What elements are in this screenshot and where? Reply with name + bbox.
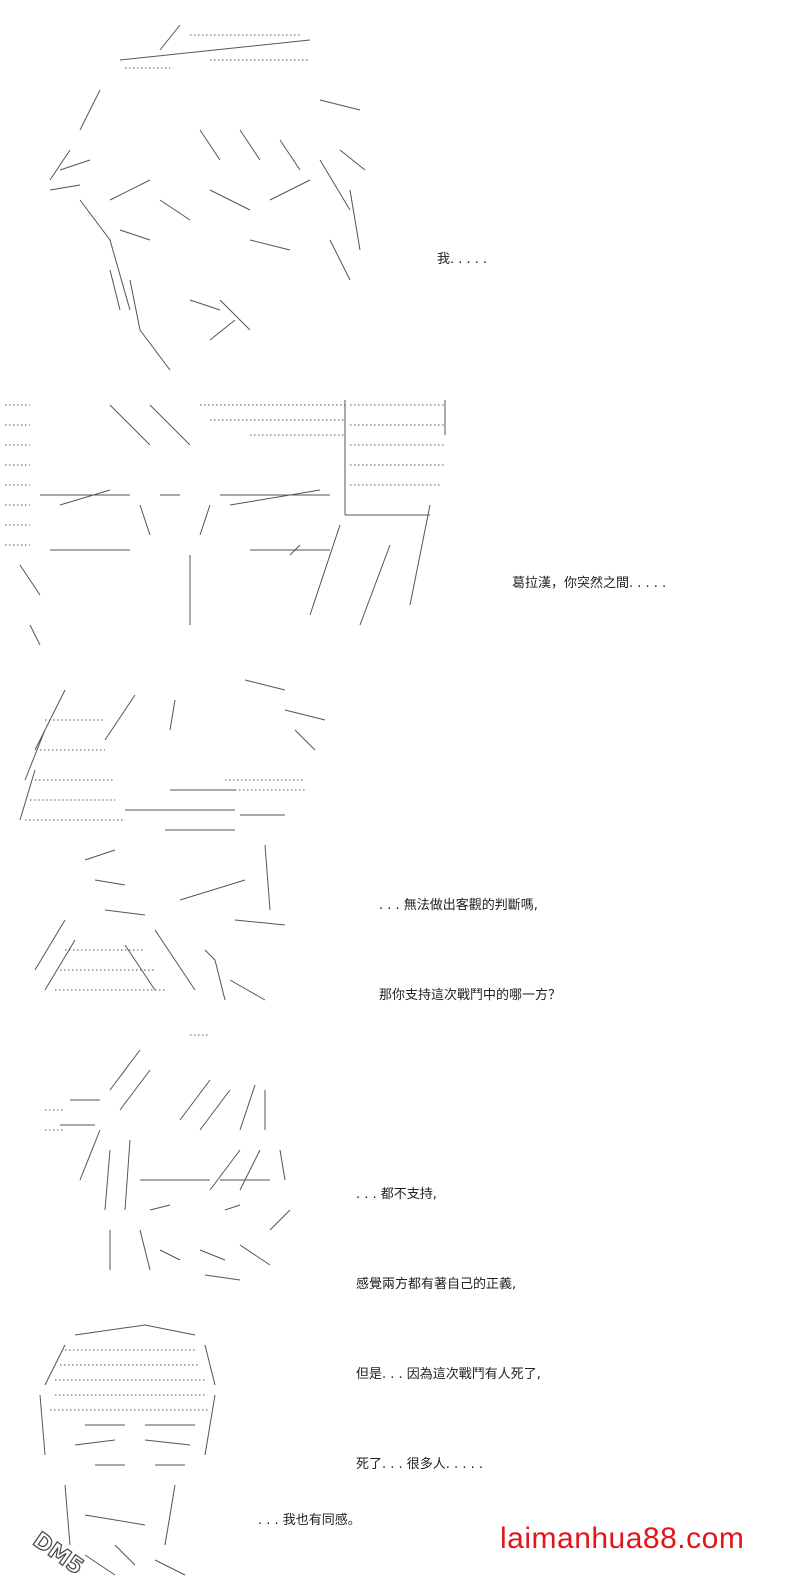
speech-text: 我. . . . . (437, 185, 487, 335)
dm5-logo-icon: DM5 (22, 1527, 92, 1580)
ascii-art-character-1 (20, 10, 380, 370)
speech-line: 葛拉漢，你突然之間. . . . . (512, 576, 667, 591)
speech-text: . . . 無法做出客觀的判斷嗎, 那你支持這次戰鬥中的哪一方？ (379, 831, 561, 1071)
speech-line: 但是. . . 因為這次戰鬥有人死了, (356, 1367, 541, 1382)
panel-2: 葛拉漢，你突然之間. . . . . (0, 385, 800, 645)
panel-1: 我. . . . . (0, 0, 800, 370)
ascii-art-character-5 (25, 1315, 225, 1580)
speech-line: . . . 無法做出客觀的判斷嗎, (379, 898, 538, 913)
ascii-art-character-3 (5, 670, 345, 1005)
speech-line: 感覺兩方都有著自己的正義, (356, 1277, 517, 1292)
svg-text:DM5: DM5 (28, 1530, 88, 1578)
ascii-art-character-4 (40, 1030, 330, 1300)
panel-4: . . . 都不支持, 感覺兩方都有著自己的正義, 但是. . . 因為這次戰鬥… (0, 1020, 800, 1472)
speech-text: . . . 我也有同感。 (258, 1446, 361, 1596)
speech-line: . . . 我也有同感。 (258, 1513, 361, 1528)
speech-text: 葛拉漢，你突然之間. . . . . (512, 509, 666, 659)
panel-3: . . . 無法做出客觀的判斷嗎, 那你支持這次戰鬥中的哪一方？ (0, 665, 800, 1010)
ascii-art-character-2 (0, 395, 460, 645)
watermark-text[interactable]: laimanhua88.com (500, 1522, 745, 1555)
speech-line: 死了. . . 很多人. . . . . (356, 1457, 483, 1472)
speech-line: 那你支持這次戰鬥中的哪一方？ (379, 988, 562, 1003)
speech-line: 我. . . . . (437, 252, 488, 267)
speech-text: . . . 都不支持, 感覺兩方都有著自己的正義, 但是. . . 因為這次戰鬥… (356, 1120, 541, 1540)
panel-5: . . . 我也有同感。 (0, 1310, 800, 1581)
speech-line: . . . 都不支持, (356, 1187, 437, 1202)
